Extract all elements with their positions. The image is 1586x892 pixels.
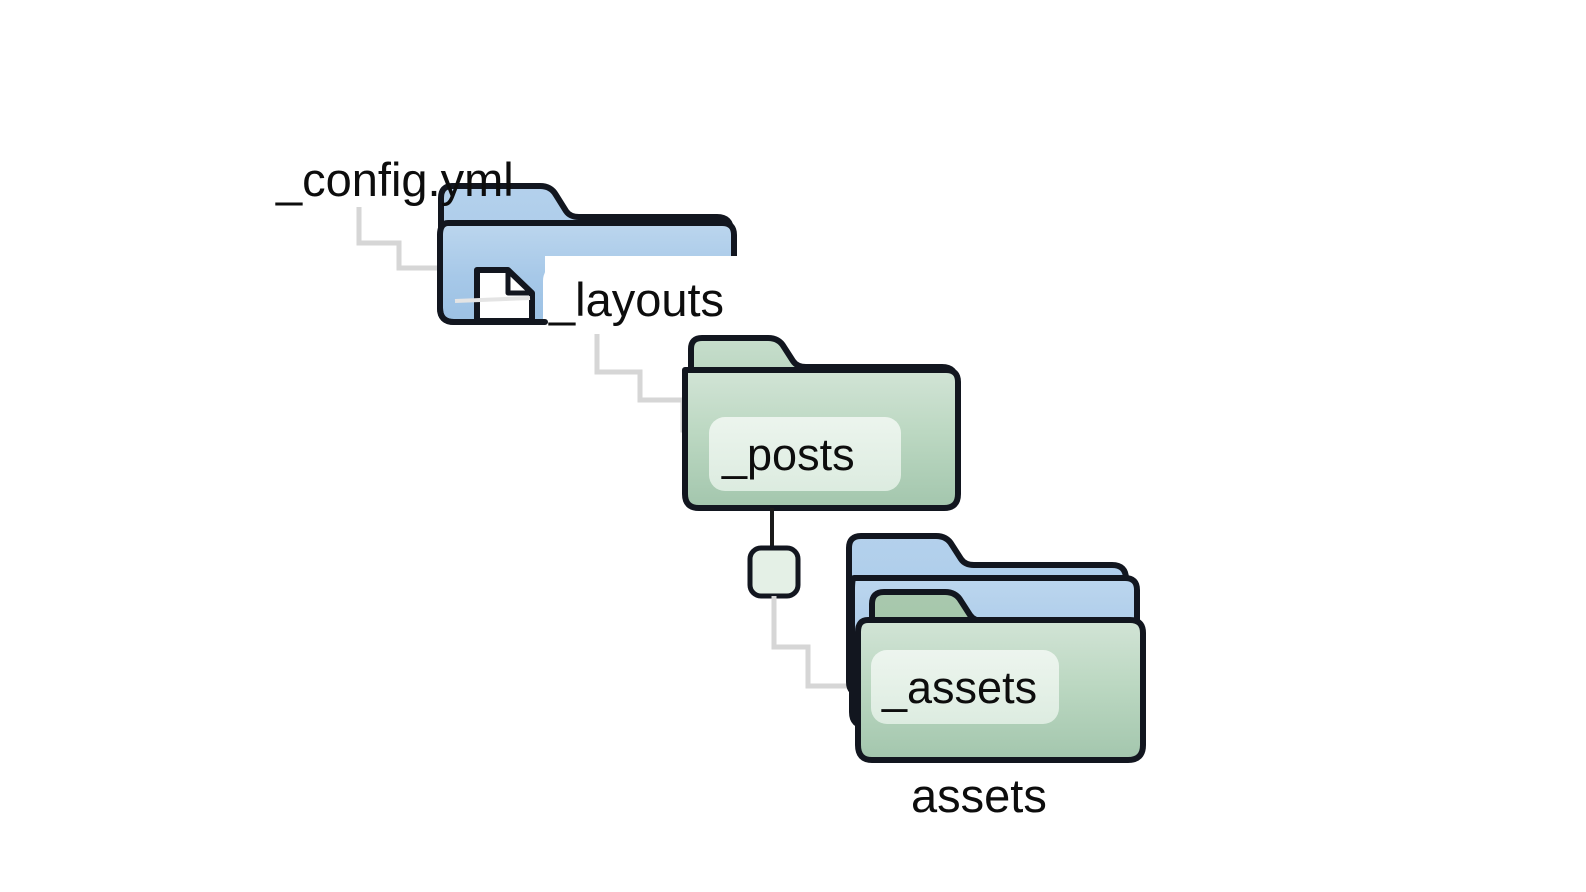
layouts-outline-redraw (437, 232, 548, 325)
label-config-yml: _config.yml (275, 153, 514, 206)
node-layouts[interactable] (437, 183, 765, 350)
assets-label-chip (871, 650, 1059, 724)
posts-label-chip (709, 417, 901, 491)
document-icon (474, 267, 535, 324)
node-assets-stack[interactable]: _assets (846, 533, 1146, 763)
junction-node[interactable] (747, 545, 801, 599)
edge-config-stub (454, 296, 531, 303)
layouts-label-occluder (543, 256, 765, 350)
node-posts[interactable]: _posts (681, 335, 961, 511)
label-layouts: _layouts (548, 273, 724, 326)
edge-junction-to-assets (771, 596, 862, 689)
label-assets-inner: _assets (881, 662, 1037, 713)
label-posts: _posts (721, 429, 855, 480)
caption-assets: assets (911, 769, 1047, 822)
